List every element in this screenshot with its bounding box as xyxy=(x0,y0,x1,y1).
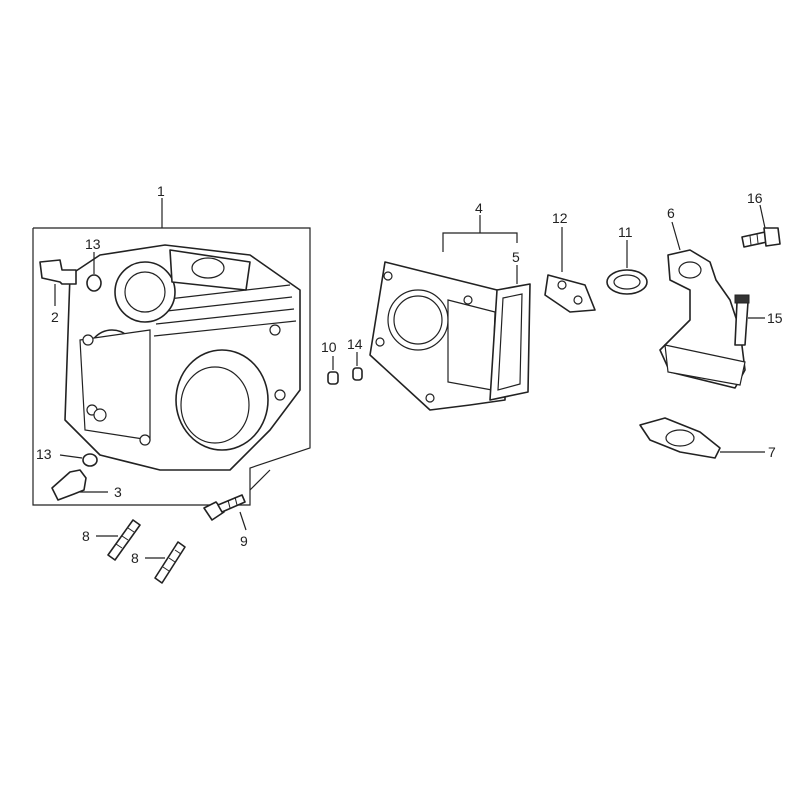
callout-8-b: 8 xyxy=(131,550,139,566)
part-8-stud-a xyxy=(96,519,141,561)
callout-4: 4 xyxy=(475,200,483,216)
part-10-dowel xyxy=(327,356,339,385)
part-3-plug xyxy=(51,469,108,501)
part-2-plug xyxy=(39,259,77,306)
callout-13-a: 13 xyxy=(85,236,101,252)
callout-3: 3 xyxy=(114,484,122,500)
callout-13-b: 13 xyxy=(36,446,52,462)
callout-1: 1 xyxy=(157,183,165,199)
part-7-flange-gasket xyxy=(639,417,765,459)
part-11-oring xyxy=(606,240,648,295)
part-14-dowel xyxy=(352,352,363,381)
callout-16: 16 xyxy=(747,190,763,206)
callout-5: 5 xyxy=(512,249,520,265)
part-15-bolt xyxy=(734,294,765,346)
callout-8-a: 8 xyxy=(82,528,90,544)
part-13-oring-top xyxy=(86,252,102,292)
callout-14: 14 xyxy=(347,336,363,352)
part-16-bolt xyxy=(741,204,781,248)
callout-15: 15 xyxy=(767,310,783,326)
part-5-gasket xyxy=(489,265,531,401)
part-4-head-gasket xyxy=(369,215,518,411)
part-12-insulator xyxy=(544,227,596,313)
cylinder-head xyxy=(64,244,301,471)
part-13-oring-bottom xyxy=(59,453,98,467)
callout-labels: 1 2 3 4 5 6 7 8 8 9 10 11 12 13 13 14 15… xyxy=(36,183,783,566)
callout-2: 2 xyxy=(51,309,59,325)
callout-9: 9 xyxy=(240,533,248,549)
callout-7: 7 xyxy=(768,444,776,460)
part-9-bolt xyxy=(203,469,271,531)
part-6-intake-manifold xyxy=(659,221,746,389)
callout-12: 12 xyxy=(552,210,568,226)
callout-6: 6 xyxy=(667,205,675,221)
part-8-stud-b xyxy=(145,541,186,584)
cylinder-head-assembly-frame xyxy=(32,198,311,506)
callout-11: 11 xyxy=(618,224,633,240)
callout-10: 10 xyxy=(321,339,337,355)
